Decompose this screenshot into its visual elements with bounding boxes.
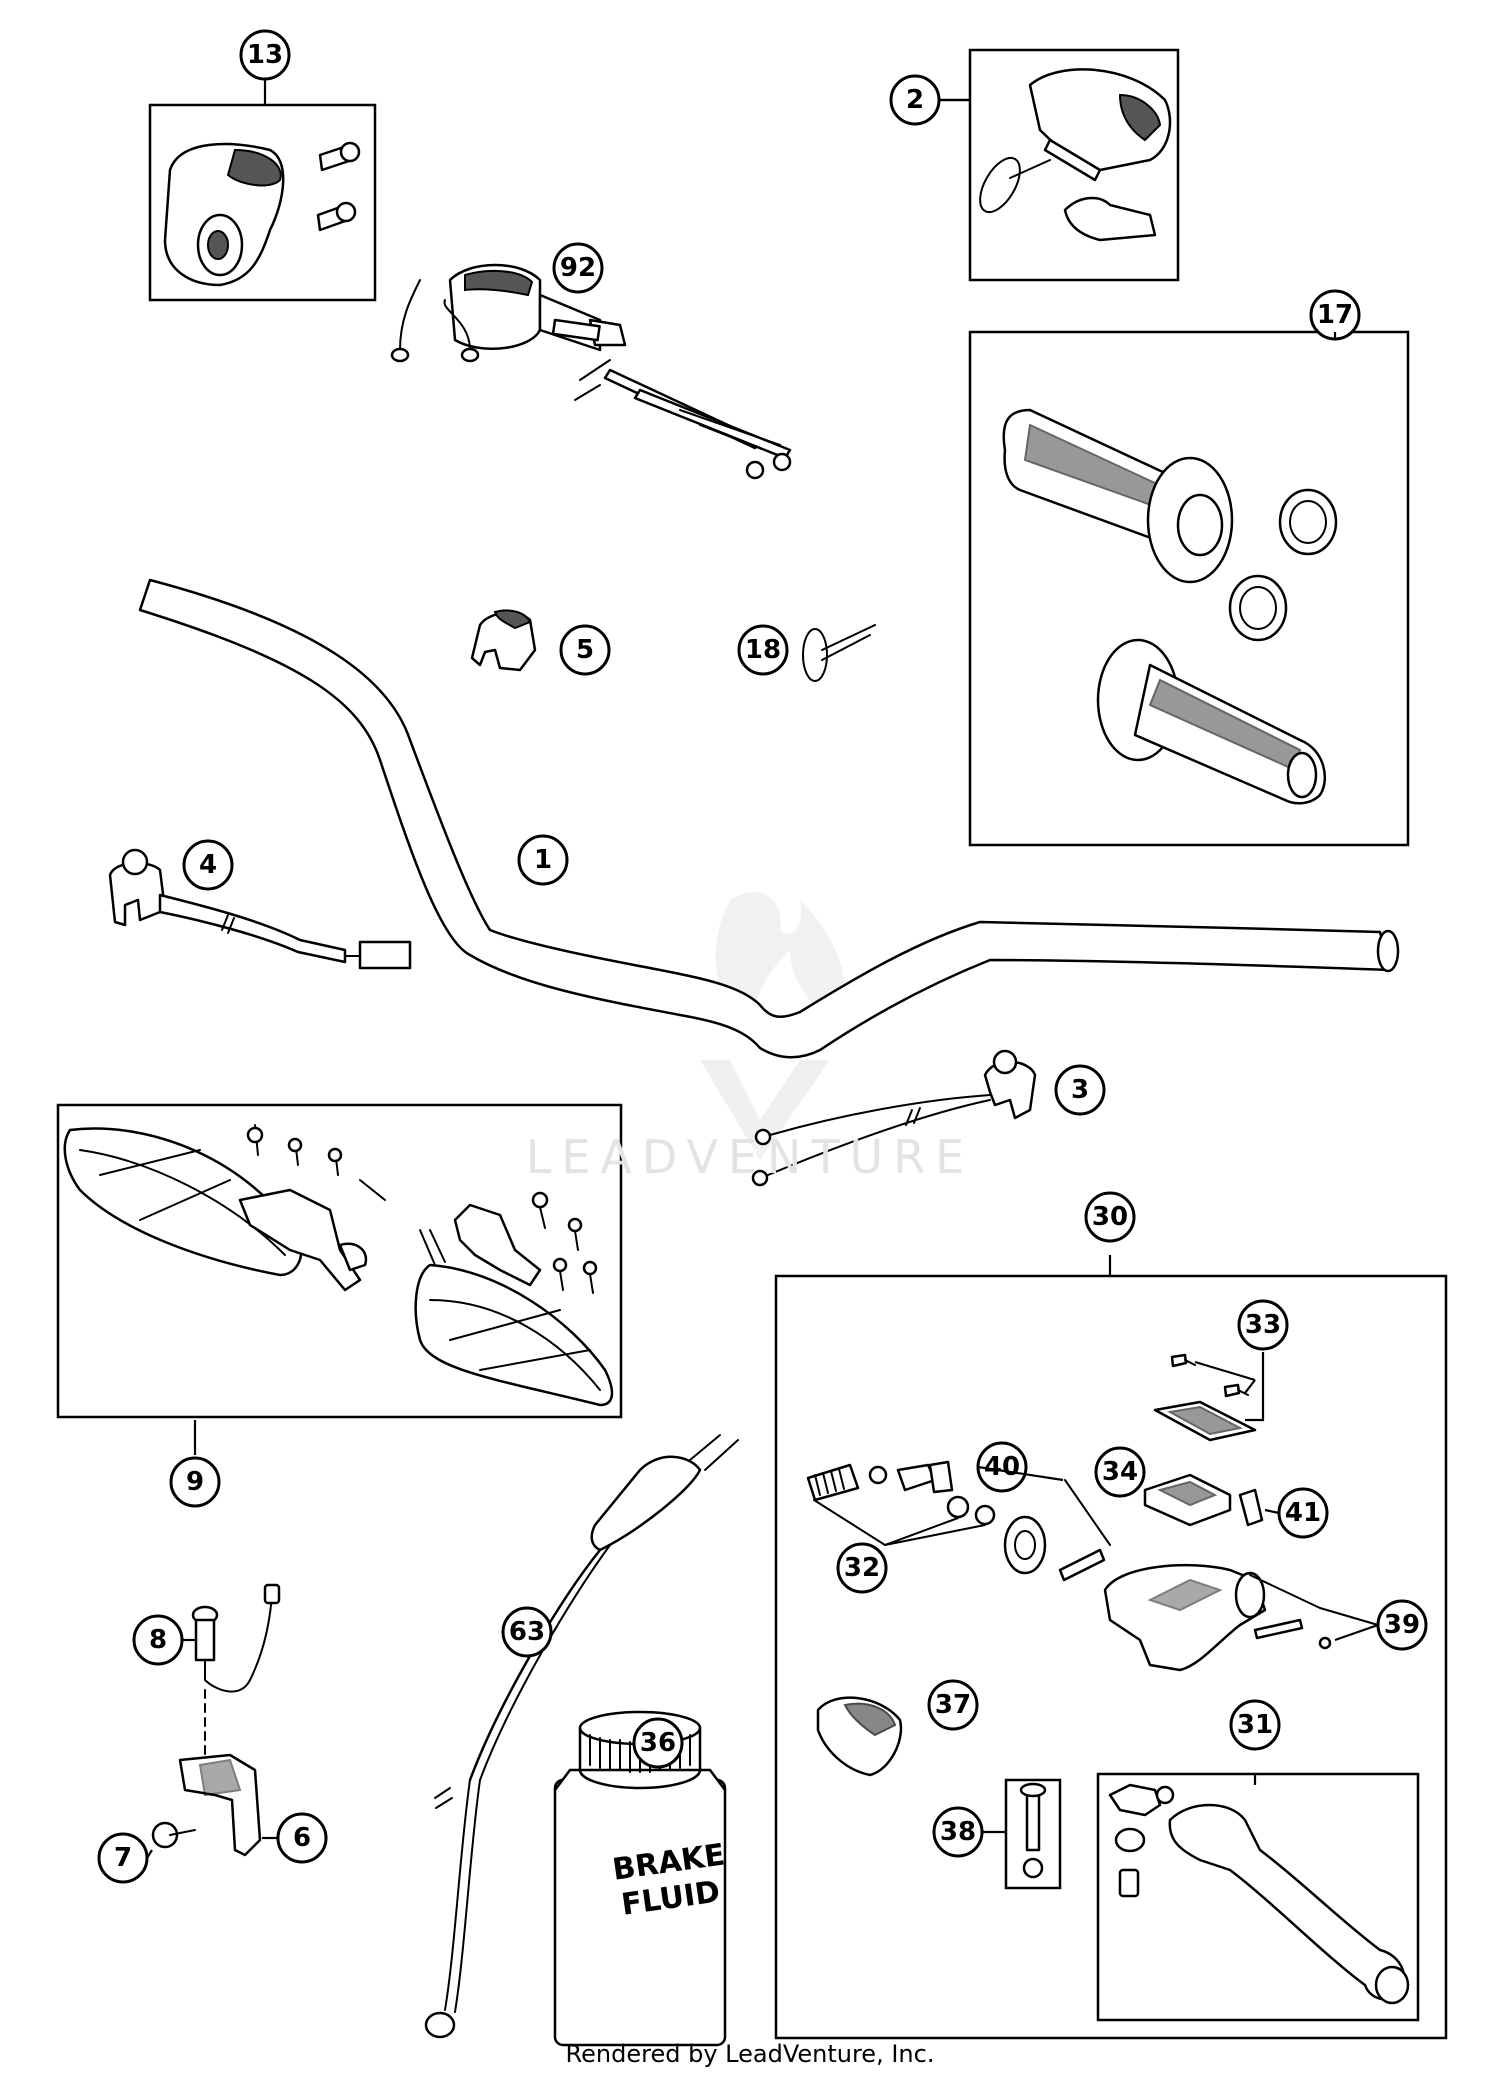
svg-text:31: 31 xyxy=(1237,1710,1273,1740)
callout-33[interactable]: 33 xyxy=(1237,1299,1289,1351)
brake-line-63 xyxy=(424,1434,739,2039)
grips-17 xyxy=(1002,408,1338,805)
svg-text:39: 39 xyxy=(1384,1610,1420,1640)
svg-text:41: 41 xyxy=(1285,1498,1321,1528)
callout-38[interactable]: 38 xyxy=(932,1806,984,1858)
svg-text:38: 38 xyxy=(940,1817,976,1847)
svg-text:40: 40 xyxy=(984,1452,1020,1482)
clamp-5 xyxy=(470,609,537,672)
handlebar xyxy=(138,578,1400,1059)
footer-credit: Rendered by LeadVenture, Inc. xyxy=(565,2040,935,2068)
switch-housing-13 xyxy=(163,141,361,287)
group-box-13 xyxy=(148,103,377,302)
switch-3 xyxy=(751,1049,1037,1187)
callout-34[interactable]: 34 xyxy=(1094,1446,1146,1498)
svg-text:36: 36 xyxy=(640,1728,676,1758)
group-box-9 xyxy=(56,1103,623,1419)
switch-4 xyxy=(108,848,412,970)
callout-92[interactable]: 92 xyxy=(552,242,604,294)
svg-text:2: 2 xyxy=(906,85,924,115)
svg-text:18: 18 xyxy=(745,635,781,665)
callout-8[interactable]: 8 xyxy=(132,1614,184,1666)
callout-31[interactable]: 31 xyxy=(1229,1699,1281,1751)
hand-guards-9 xyxy=(63,1124,614,1407)
throttle-cover-2 xyxy=(979,68,1172,242)
svg-text:7: 7 xyxy=(114,1843,132,1873)
throttle-assembly-92 xyxy=(390,263,792,480)
svg-text:4: 4 xyxy=(199,850,217,880)
cable-tie-18 xyxy=(802,624,876,682)
svg-text:17: 17 xyxy=(1317,300,1353,330)
callout-18[interactable]: 18 xyxy=(737,624,789,676)
callout-41[interactable]: 41 xyxy=(1277,1487,1329,1539)
callout-9[interactable]: 9 xyxy=(169,1456,221,1508)
group-box-31 xyxy=(1096,1772,1420,2022)
callout-connectors xyxy=(146,98,1379,1859)
svg-text:8: 8 xyxy=(149,1625,167,1655)
svg-text:3: 3 xyxy=(1071,1075,1089,1105)
svg-text:32: 32 xyxy=(844,1553,880,1583)
svg-text:30: 30 xyxy=(1092,1202,1128,1232)
svg-text:6: 6 xyxy=(293,1823,311,1853)
callout-3[interactable]: 3 xyxy=(1054,1064,1106,1116)
callout-36[interactable]: 36 xyxy=(632,1717,684,1769)
callout-40[interactable]: 40 xyxy=(976,1441,1028,1493)
watermark-brand: LEADVENTURE xyxy=(525,1130,975,1184)
callout-7[interactable]: 7 xyxy=(97,1832,149,1884)
brake-switch-parts xyxy=(151,1583,281,1857)
svg-text:37: 37 xyxy=(935,1690,971,1720)
svg-text:1: 1 xyxy=(534,845,552,875)
svg-text:63: 63 xyxy=(509,1617,545,1647)
callout-13[interactable]: 13 xyxy=(239,29,291,81)
group-box-38 xyxy=(1004,1778,1062,1890)
master-cylinder-parts xyxy=(806,1353,1410,2005)
svg-text:33: 33 xyxy=(1245,1310,1281,1340)
svg-text:92: 92 xyxy=(560,253,596,283)
callout-17[interactable]: 17 xyxy=(1309,289,1361,341)
callout-63[interactable]: 63 xyxy=(501,1606,553,1658)
callout-37[interactable]: 37 xyxy=(927,1679,979,1731)
callout-4[interactable]: 4 xyxy=(182,839,234,891)
group-box-17 xyxy=(968,330,1410,847)
group-box-2 xyxy=(968,48,1180,282)
callout-32[interactable]: 32 xyxy=(836,1542,888,1594)
callout-39[interactable]: 39 xyxy=(1376,1599,1428,1651)
callout-5[interactable]: 5 xyxy=(559,624,611,676)
callout-30[interactable]: 30 xyxy=(1084,1191,1136,1243)
callout-1[interactable]: 1 xyxy=(517,834,569,886)
svg-text:34: 34 xyxy=(1102,1457,1138,1487)
svg-text:13: 13 xyxy=(247,40,283,70)
svg-text:9: 9 xyxy=(186,1467,204,1497)
svg-text:5: 5 xyxy=(576,635,594,665)
callout-2[interactable]: 2 xyxy=(889,74,941,126)
callout-6[interactable]: 6 xyxy=(276,1812,328,1864)
